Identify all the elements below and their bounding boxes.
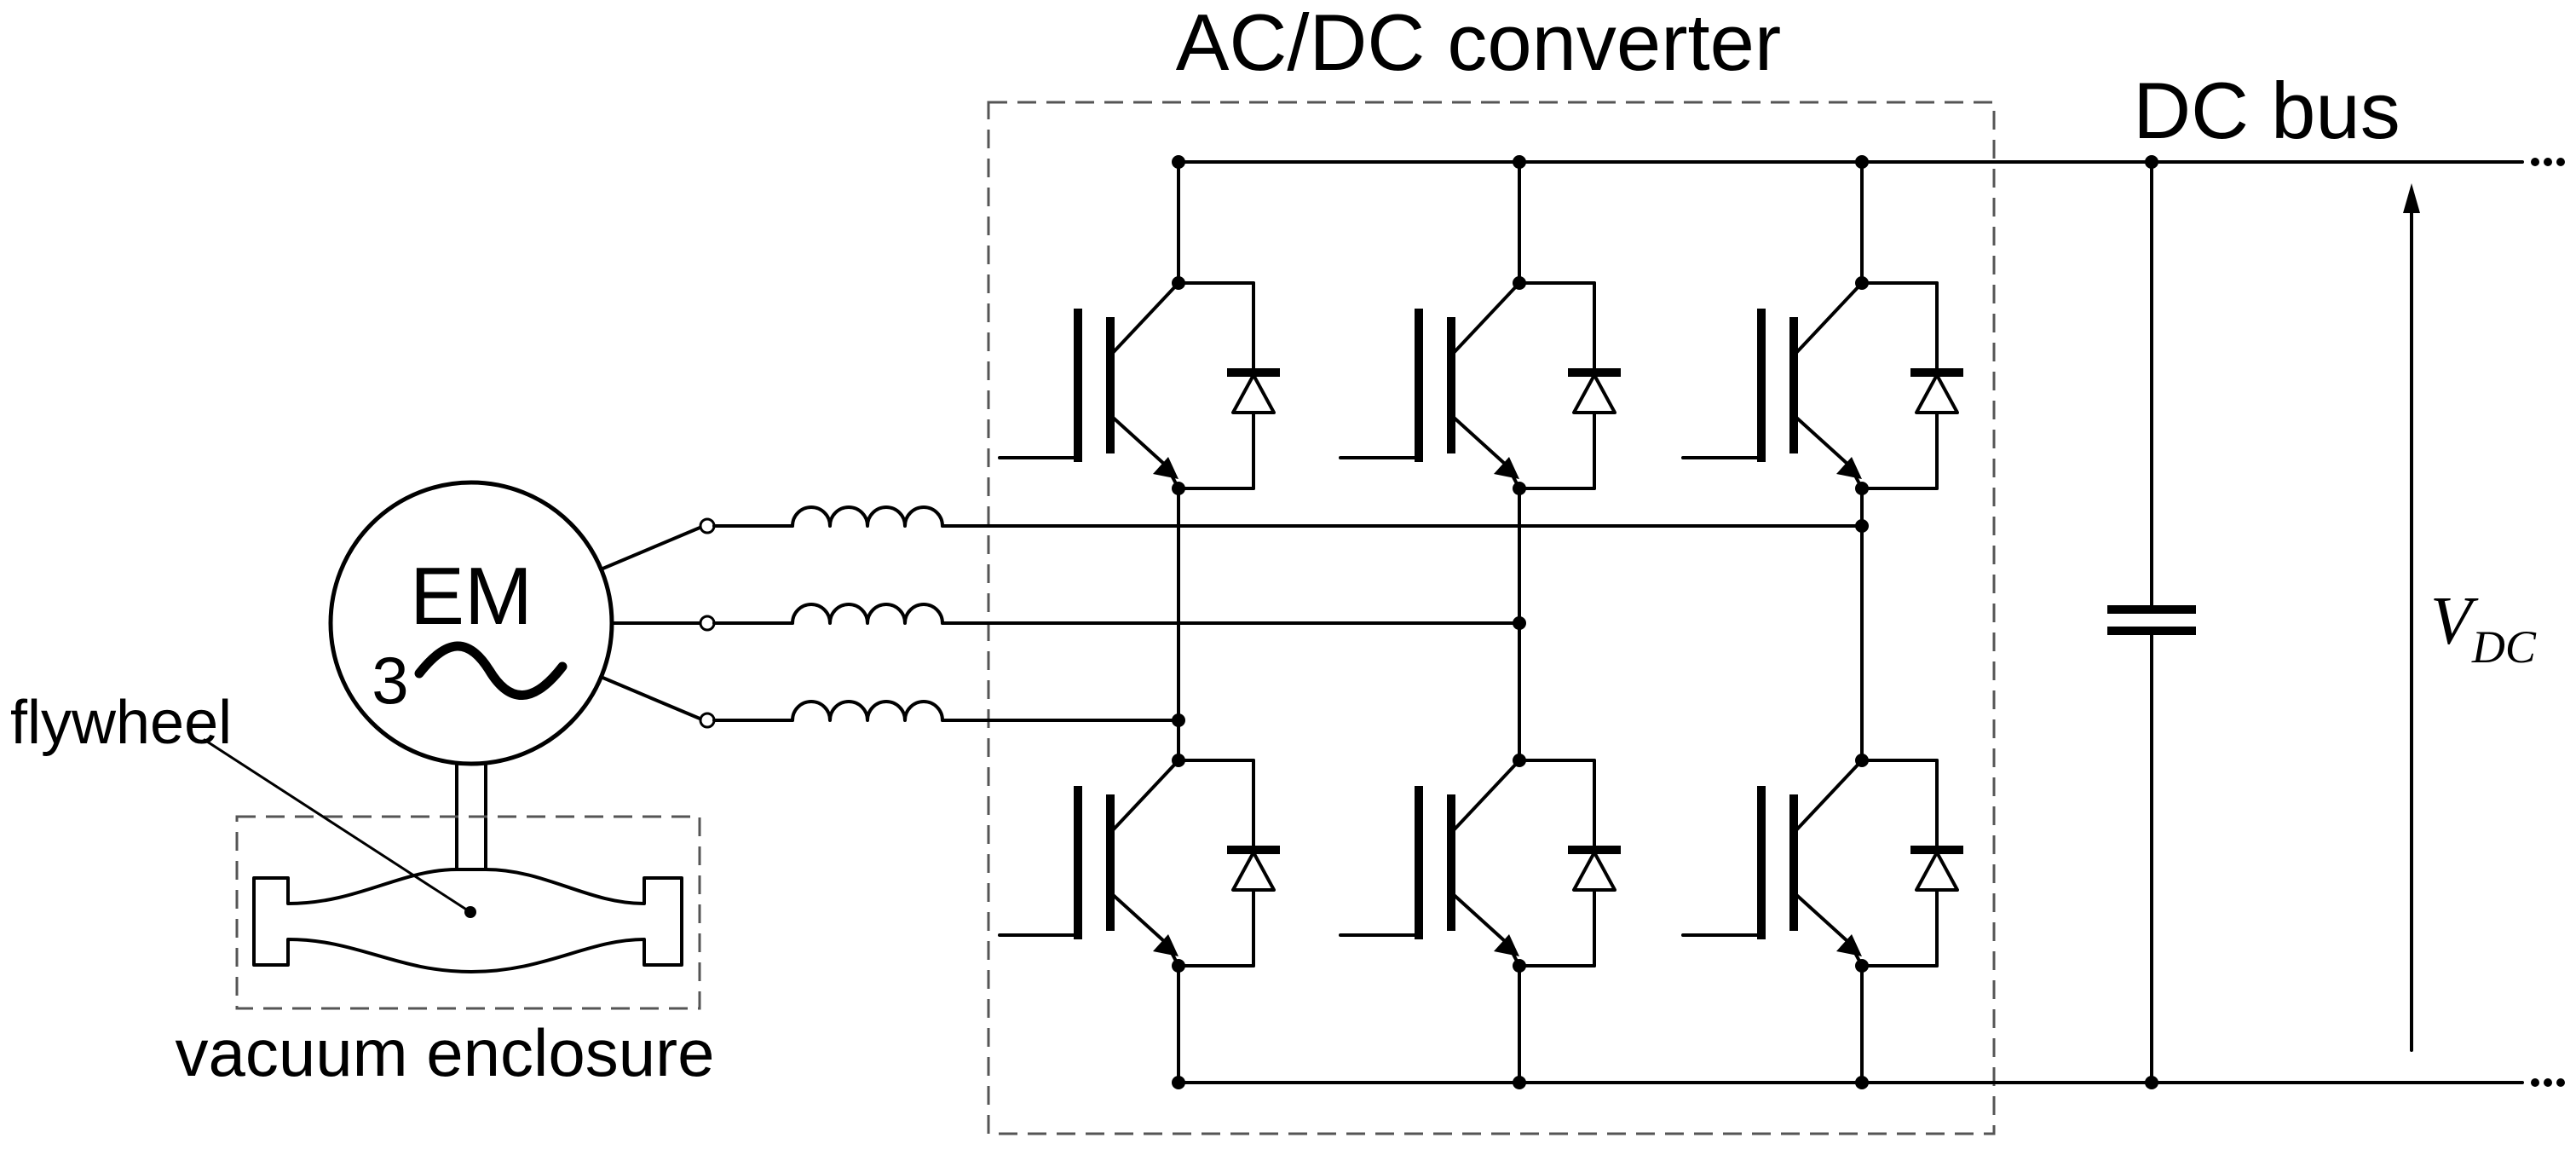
switch-leg3-upper <box>1683 276 1959 495</box>
machine-label: EM <box>410 551 533 642</box>
positive-rail-continuation-dots <box>2531 158 2565 166</box>
dc-bus-label: DC bus <box>2133 66 2400 155</box>
switch-leg1-lower <box>1000 754 1276 973</box>
dc-link-capacitor <box>2107 160 2196 1084</box>
electric-machine <box>328 480 614 766</box>
converter-boundary <box>987 101 1996 1135</box>
flywheel-label: flywheel <box>10 689 232 757</box>
vacuum-enclosure-label: vacuum enclosure <box>176 1015 715 1090</box>
vdc-arrow <box>2403 183 2420 1052</box>
ac-symbol <box>414 641 568 700</box>
vacuum-enclosure-boundary <box>235 815 701 1010</box>
converter-label: AC/DC converter <box>1176 0 1781 87</box>
flywheel-rotor <box>252 868 683 973</box>
phase-c-line <box>599 675 1180 729</box>
vdc-symbol: V <box>2430 584 2479 659</box>
switch-leg2-upper <box>1340 276 1616 495</box>
phase-a-line <box>599 505 1864 571</box>
flywheel-leader-line <box>203 738 472 914</box>
negative-rail-continuation-dots <box>2531 1078 2565 1087</box>
switch-leg2-lower <box>1340 754 1616 973</box>
vdc-subscript: DC <box>2471 621 2537 673</box>
phase-b-line <box>608 603 1521 632</box>
vdc-label: VDC <box>2430 584 2537 673</box>
switch-leg1-upper <box>1000 276 1276 495</box>
machine-phase-count: 3 <box>372 643 408 718</box>
switch-leg3-lower <box>1683 754 1959 973</box>
